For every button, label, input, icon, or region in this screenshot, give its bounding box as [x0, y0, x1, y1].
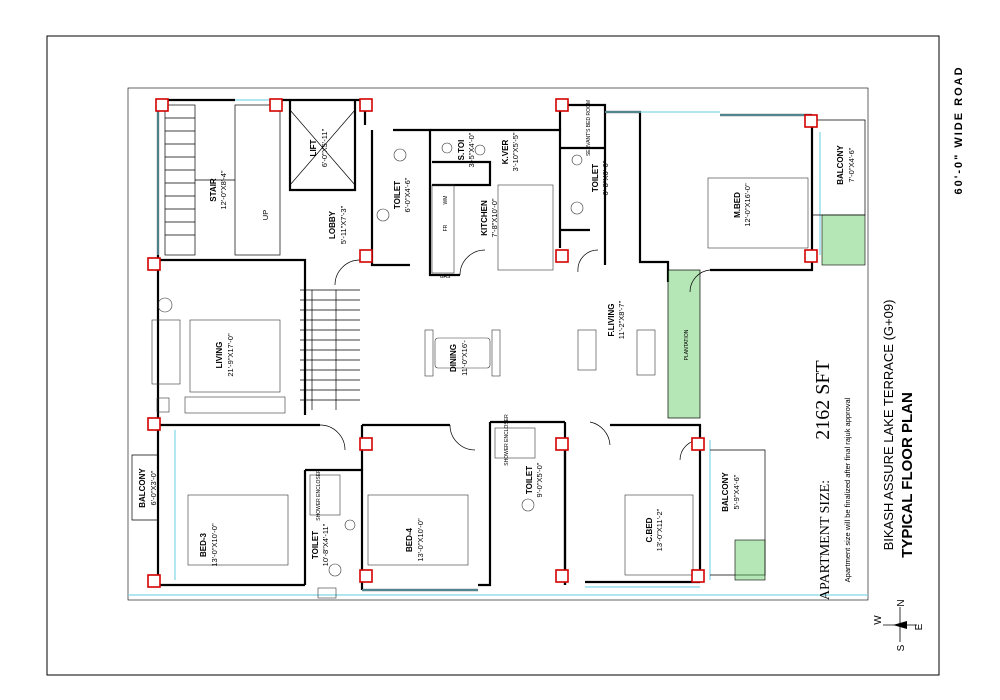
plot-boundary — [127, 87, 869, 601]
bed4-label: BED-4 — [405, 527, 414, 552]
sheet-border — [46, 35, 940, 676]
s-toilet-dim: 3'-5"X4'-0" — [467, 132, 476, 167]
balconies — [131, 119, 866, 581]
stair-treads — [164, 104, 360, 410]
compass-s: S — [896, 644, 907, 651]
balcony-se-dim: 5'-9"X4'-6" — [732, 474, 741, 509]
fr-label: FR — [443, 224, 449, 231]
shower-a-label: SHOWER ENCLOSER — [316, 469, 322, 521]
kitchen-label: KITCHEN — [480, 200, 489, 236]
toilet-common-dim: 6'-0"X4'-6" — [403, 177, 412, 212]
mbed-label: M.BED — [733, 192, 742, 218]
bed3-label: BED-3 — [199, 532, 208, 557]
stair-label: STAIR — [209, 178, 218, 202]
balcony-se-planter — [734, 539, 766, 581]
shower-b-label: SHOWER ENCLOSER — [504, 414, 510, 466]
lobby-dim: 5'-11"X7'-3" — [339, 205, 348, 244]
living-label: LIVING — [215, 342, 224, 369]
stair-dim: 12'-0"X8'-4" — [219, 170, 228, 209]
mbed-dim: 12'-0"X16'-0" — [743, 183, 752, 227]
road-label: 60'-0" WIDE ROAD — [953, 65, 965, 194]
kitchen-dim: 7'-8"X10'-0" — [490, 198, 499, 237]
lift-dim: 6'-0"X5'-11" — [320, 128, 329, 167]
balcony-ne-planter — [821, 214, 866, 266]
lobby-label: LOBBY — [328, 210, 337, 239]
apartment-size-value: 2162 SFT — [812, 360, 834, 439]
balcony-w-label: BALCONY — [138, 468, 147, 508]
balcony-ne-label: BALCONY — [836, 145, 845, 185]
columns — [147, 98, 818, 588]
toilet-bed4-label: TOILET — [525, 466, 534, 494]
toilet-bed4-dim: 9'-0"X5'-0" — [535, 462, 544, 497]
balcony-w-dim: 6'-0"X3'-0" — [149, 470, 158, 505]
apartment-size-label: APARTMENT SIZE: — [818, 480, 833, 600]
toilet-bed3-label: TOILET — [311, 531, 320, 559]
cbed-dim: 13'-0"X11'-2" — [655, 508, 664, 551]
bed3-dim: 13'-0"X10'-0" — [210, 523, 219, 567]
bed4-dim: 13'-0"X10'-0" — [416, 518, 425, 562]
compass-w: W — [873, 615, 884, 625]
balcony-ne-dim: 7'-0"X4'-6" — [847, 147, 856, 182]
toilet-mbed-label: TOILET — [591, 164, 600, 192]
approval-note: Apartment size will be finalized after f… — [843, 397, 852, 582]
toilet-common-label: TOILET — [393, 181, 402, 209]
title-block: APARTMENT SIZE: 2162 SFT Apartment size … — [812, 300, 916, 600]
room-labels: STAIR 12'-0"X8'-4" UP LIFT 6'-0"X5'-11" … — [138, 100, 856, 567]
plantation-label: PLANTATION — [684, 329, 690, 360]
plan-title: TYPICAL FLOOR PLAN — [899, 392, 916, 558]
cbed-label: C.BED — [645, 517, 654, 542]
k-ver-dim: 3'-10"X5'-5" — [511, 132, 520, 171]
furniture — [151, 142, 809, 599]
gas-label: GAS — [440, 274, 451, 280]
glazing — [128, 99, 868, 596]
k-ver-label: K.VER — [501, 140, 510, 165]
walls — [156, 98, 814, 592]
dining-dim: 11'-0"X16'- — [460, 340, 469, 376]
lift-label: LIFT — [309, 139, 318, 156]
s-toilet-label: S.TOI — [457, 140, 466, 161]
toilet-bed3-dim: 10'-8"X4'-11" — [321, 523, 330, 566]
up-label: UP — [261, 210, 270, 220]
compass-n: N — [896, 599, 907, 606]
door-swings — [319, 249, 711, 461]
f-living-dim: 11'-2"X8'-7" — [617, 300, 626, 339]
wm-label: WM — [443, 196, 449, 205]
servant-room-label: SERVANT'S BED ROOM — [586, 100, 592, 156]
balcony-se-label: BALCONY — [721, 472, 730, 512]
plantation-area — [667, 269, 701, 419]
dining-label: DINING — [449, 344, 458, 372]
compass: W N S E — [873, 599, 925, 651]
toilet-mbed-dim: 6'-8"X6'-0" — [601, 160, 610, 195]
f-living-label: F.LIVING — [607, 304, 616, 337]
compass-e: E — [914, 623, 925, 630]
project-name: BIKASH ASSURE LAKE TERRACE (G+09) — [881, 300, 896, 551]
north-arrow-icon — [893, 621, 907, 629]
living-dim: 21'-9"X17'-0" — [226, 333, 235, 377]
